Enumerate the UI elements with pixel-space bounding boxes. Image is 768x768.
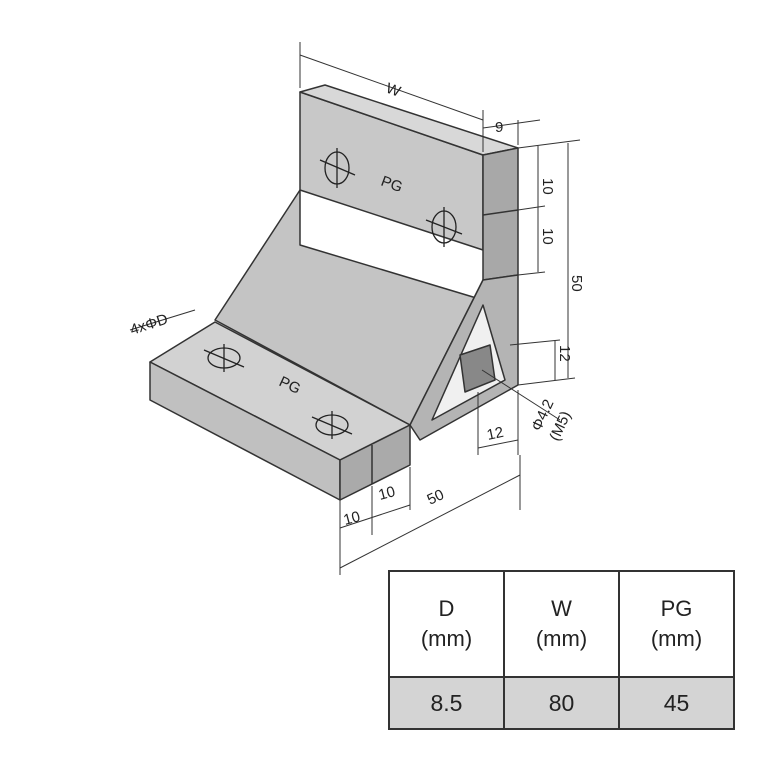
value-pg: 45 bbox=[618, 676, 735, 730]
dim-base-10a: 10 bbox=[342, 508, 363, 529]
header-d: D (mm) bbox=[388, 570, 505, 678]
header-unit: (mm) bbox=[420, 626, 473, 651]
header-unit: (mm) bbox=[535, 626, 588, 651]
table-header-row: D (mm) W (mm) PG (mm) bbox=[388, 570, 735, 678]
dim-12h: 12 bbox=[485, 424, 505, 444]
header-w: W (mm) bbox=[503, 570, 620, 678]
dim-holes: 4xΦD bbox=[128, 311, 170, 339]
dim-12v: 12 bbox=[556, 345, 573, 362]
header-pg: PG (mm) bbox=[618, 570, 735, 678]
dim-thickness: 9 bbox=[495, 119, 503, 136]
header-label: D bbox=[438, 596, 455, 621]
header-label: PG bbox=[660, 596, 693, 621]
header-label: W bbox=[551, 596, 572, 621]
value-w: 80 bbox=[503, 676, 620, 730]
dim-10a: 10 bbox=[539, 178, 556, 195]
edge-line bbox=[482, 209, 519, 216]
value-d: 8.5 bbox=[388, 676, 505, 730]
dim-height: 50 bbox=[568, 275, 585, 292]
dimension-lines bbox=[129, 42, 581, 575]
label-pg-top: PG bbox=[379, 173, 405, 196]
dim-10b: 10 bbox=[539, 228, 556, 245]
dim-base-50: 50 bbox=[425, 486, 447, 508]
base-end bbox=[339, 424, 411, 501]
header-unit: (mm) bbox=[650, 626, 703, 651]
dim-base-10b: 10 bbox=[377, 483, 398, 504]
dim-width: W bbox=[384, 80, 404, 101]
table-row: 8.5 80 45 bbox=[388, 676, 735, 730]
slot-end bbox=[459, 344, 496, 393]
dimension-table: D (mm) W (mm) PG (mm) 8.5 80 45 bbox=[388, 570, 735, 730]
